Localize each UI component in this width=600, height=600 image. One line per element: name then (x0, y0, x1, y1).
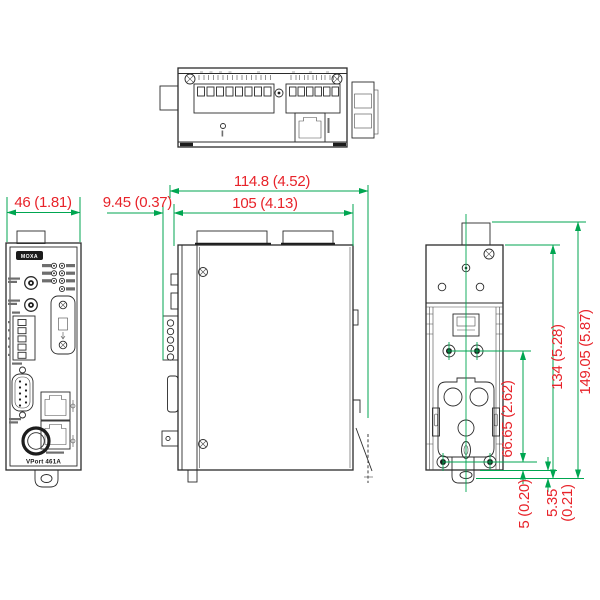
svg-text:149.05 (5.87): 149.05 (5.87) (577, 309, 594, 395)
reset-hole (220, 123, 226, 137)
ethernet-port-1 (40, 391, 76, 421)
rear-view (425, 214, 504, 492)
sd-slot (50, 295, 76, 355)
db9-connector (11, 362, 34, 419)
dim-overall-height: 149.05 (5.87) (492, 221, 594, 479)
terminal-block-6pin (285, 83, 341, 114)
top-view-left-nub (159, 85, 179, 111)
brand-label: MOXA (21, 254, 38, 260)
front-body (5, 242, 82, 471)
svg-text:9.45 (0.37): 9.45 (0.37) (103, 194, 173, 211)
io-terminal-block (8, 311, 36, 361)
ethernet-port-2 (40, 420, 76, 450)
svg-text:5.35: 5.35 (544, 489, 561, 517)
audio-output-jack (8, 276, 38, 290)
din-clip-top (351, 81, 379, 139)
svg-text:134 (5.28): 134 (5.28) (549, 324, 566, 390)
top-view-body (177, 67, 348, 148)
front-bottom-tab (34, 470, 59, 488)
dimensions: 46 (1.81) 9.45 (0.37) 114.8 (4.52) 105 (… (6, 173, 594, 529)
front-top-block (16, 230, 46, 244)
svg-text:66.65 (2.62): 66.65 (2.62) (499, 380, 516, 458)
dim-screw-to-bottom: 5 (0.20) (480, 470, 557, 529)
side-bracket (161, 430, 179, 447)
front-view: MOXA (5, 230, 82, 488)
svg-text:46 (1.81): 46 (1.81) (14, 194, 72, 211)
mount-hole (437, 282, 447, 292)
audio-input-jack (8, 298, 38, 312)
side-view (161, 230, 373, 483)
rear-body (425, 244, 504, 471)
mount-hole (475, 282, 485, 292)
dim-screw-spacing: 66.65 (2.62) (443, 350, 537, 463)
mount-screw (436, 344, 497, 469)
side-din-clip (352, 309, 373, 483)
dim-din-tab: 5.35 (0.21) (476, 457, 584, 522)
terminal-block-8pin (193, 83, 275, 114)
side-terminal-5hole (162, 315, 179, 361)
side-jack-nub (170, 292, 179, 310)
rj45-jack (294, 112, 330, 143)
screw-icon (198, 439, 208, 449)
side-bottom-tab (187, 469, 198, 483)
top-view (159, 67, 379, 148)
screw-icon (483, 248, 495, 260)
dim-overall-depth: 114.8 (4.52) (169, 173, 369, 418)
dim-body-depth: 105 (4.13) (173, 195, 354, 246)
screw-icon (184, 73, 196, 85)
model-label: VPort 461A (26, 459, 61, 466)
moxa-badge: MOXA (16, 251, 43, 260)
dim-body-height: 134 (5.28) (505, 244, 566, 479)
side-jack-nub (170, 273, 179, 286)
dim-front-protrusion: 9.45 (0.37) (103, 194, 173, 360)
pin-label-marks (290, 71, 339, 80)
pin-label-marks (198, 71, 271, 80)
side-body (177, 244, 354, 471)
svg-text:5 (0.20): 5 (0.20) (516, 479, 533, 529)
side-db9 (167, 375, 179, 413)
ethernet-label-bar (46, 451, 64, 454)
led-indicators (42, 262, 75, 293)
svg-text:105 (4.13): 105 (4.13) (232, 195, 298, 212)
screw-hole (274, 88, 284, 98)
dim-front-width: 46 (1.81) (6, 194, 81, 242)
screw-icon (198, 267, 208, 277)
svg-text:(0.21): (0.21) (559, 484, 576, 522)
bnc-video-input (9, 418, 51, 456)
svg-text:114.8 (4.52): 114.8 (4.52) (234, 173, 310, 190)
